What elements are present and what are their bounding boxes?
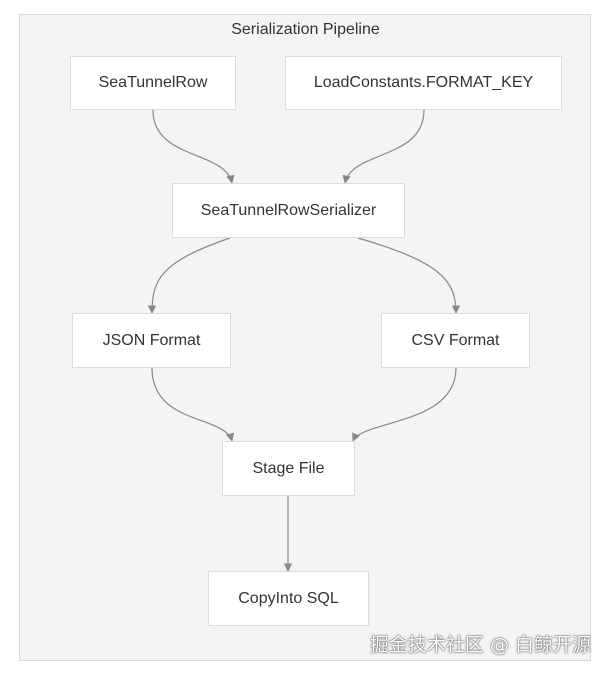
node-json-format[interactable]: JSON Format: [72, 313, 231, 368]
edge-csv-to-stage: [352, 367, 457, 442]
node-stage-file[interactable]: Stage File: [222, 441, 355, 496]
node-seatunnelrow[interactable]: SeaTunnelRow: [70, 56, 236, 110]
watermark-text: 掘金技术社区 @ 白鲸开源: [369, 634, 591, 656]
edge-formatkey-to-serializer: [342, 109, 425, 184]
node-serializer[interactable]: SeaTunnelRowSerializer: [172, 183, 405, 238]
cluster-title: Serialization Pipeline: [231, 21, 380, 38]
node-copyinto-sql[interactable]: CopyInto SQL: [208, 571, 369, 626]
node-csv-format[interactable]: CSV Format: [381, 313, 530, 368]
edge-row-to-serializer: [152, 109, 235, 184]
edge-serializer-to-csv: [357, 237, 461, 314]
edge-json-to-stage: [151, 367, 235, 442]
edge-serializer-to-json: [147, 237, 231, 314]
node-format-key[interactable]: LoadConstants.FORMAT_KEY: [285, 56, 562, 110]
